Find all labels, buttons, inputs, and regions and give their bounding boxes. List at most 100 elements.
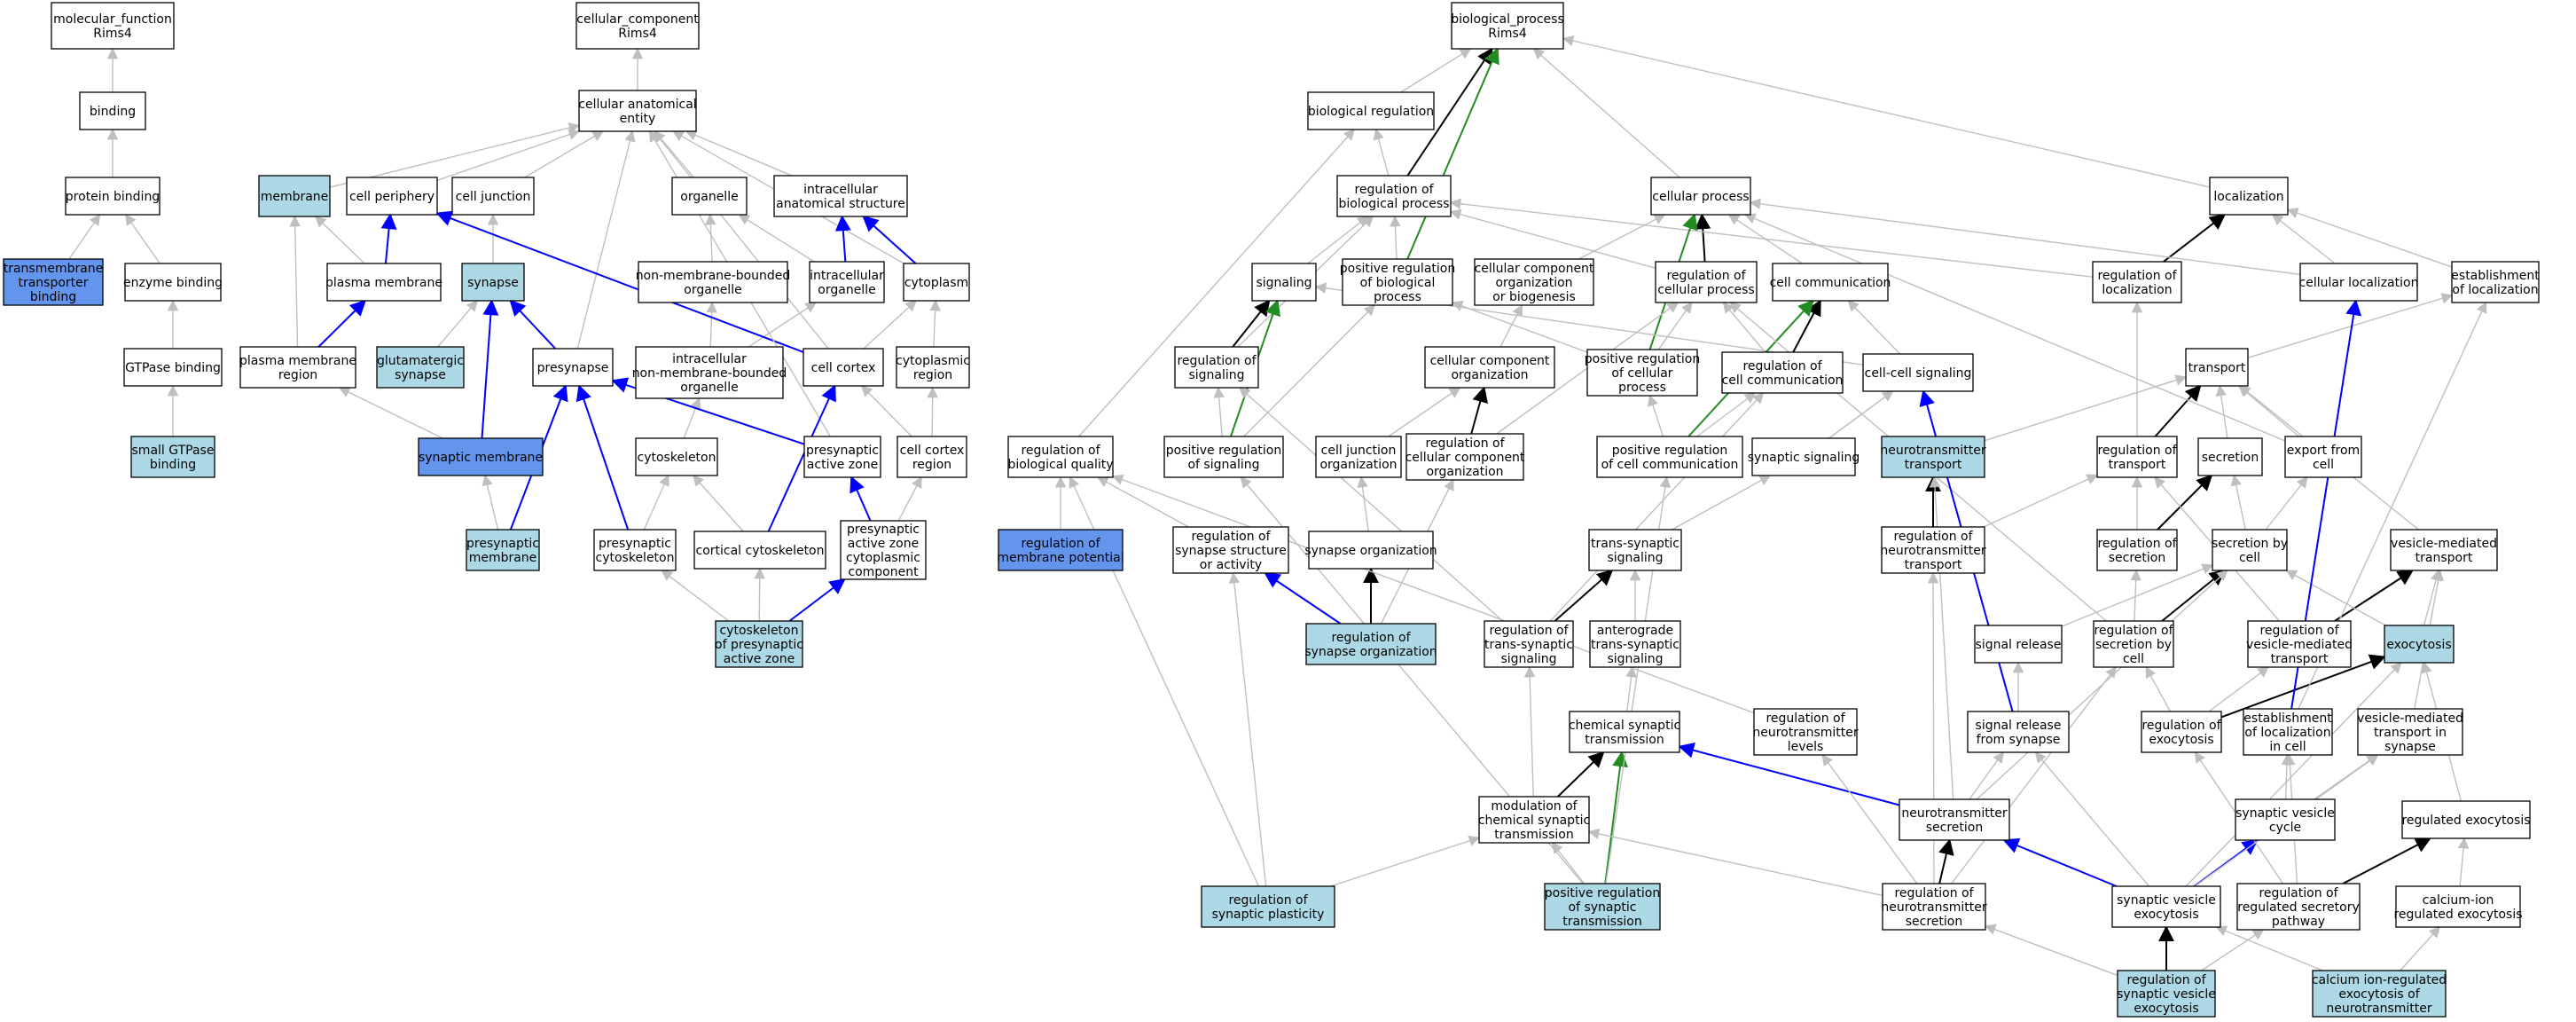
node-inmbo[interactable]: intracellularnon-membrane-boundedorganel… (632, 346, 787, 399)
node-binding[interactable]: binding (79, 91, 146, 130)
node-synapse[interactable]: synapse (461, 263, 525, 302)
node-cell_loc[interactable]: cellular localization (2299, 263, 2419, 302)
node-bio_reg[interactable]: biological regulation (1307, 91, 1435, 130)
node-reg_exo2[interactable]: regulated exocytosis (2401, 800, 2531, 839)
node-label: positive regulation (1340, 262, 1455, 276)
node-localization[interactable]: localization (2209, 177, 2289, 216)
node-presynapse[interactable]: presynapse (532, 348, 614, 387)
node-organelle[interactable]: organelle (671, 177, 748, 216)
node-cytoskeleton[interactable]: cytoskeleton (635, 437, 718, 476)
node-exocytosis[interactable]: exocytosis (2384, 625, 2455, 664)
node-cell_process[interactable]: cellular process (1650, 177, 1751, 216)
node-gtpase_binding[interactable]: GTPase binding (123, 348, 223, 387)
node-cytoplasm[interactable]: cytoplasm (903, 263, 970, 302)
node-cell_junction[interactable]: cell junction (451, 177, 535, 216)
node-membrane[interactable]: membrane (258, 175, 331, 217)
node-cell_comm[interactable]: cell communication (1770, 263, 1891, 302)
node-signaling[interactable]: signaling (1251, 263, 1317, 302)
node-plasma_membrane[interactable]: plasma membrane (325, 263, 442, 302)
node-label: neurotransmitter (1880, 544, 1985, 558)
node-cell_periphery[interactable]: cell periphery (346, 177, 438, 216)
node-ccs[interactable]: cell-cell signaling (1862, 353, 1974, 392)
node-secretion[interactable]: secretion (2197, 437, 2263, 476)
node-enzyme_binding[interactable]: enzyme binding (123, 263, 223, 302)
node-protein_binding[interactable]: protein binding (65, 177, 161, 216)
node-syn_sig[interactable]: synaptic signaling (1748, 437, 1860, 476)
node-syn_org[interactable]: synapse organization (1304, 531, 1437, 570)
node-cort_cytoskeleton[interactable]: cortical cytoskeleton (693, 531, 826, 570)
node-cell_cortex[interactable]: cell cortex (803, 348, 884, 387)
node-syn_membrane[interactable]: synaptic membrane (418, 437, 544, 476)
node-label: regulation of (1177, 354, 1257, 368)
node-box (903, 263, 970, 302)
node-signal_release[interactable]: signal release (1974, 625, 2063, 664)
node-transport[interactable]: transport (2185, 348, 2249, 387)
